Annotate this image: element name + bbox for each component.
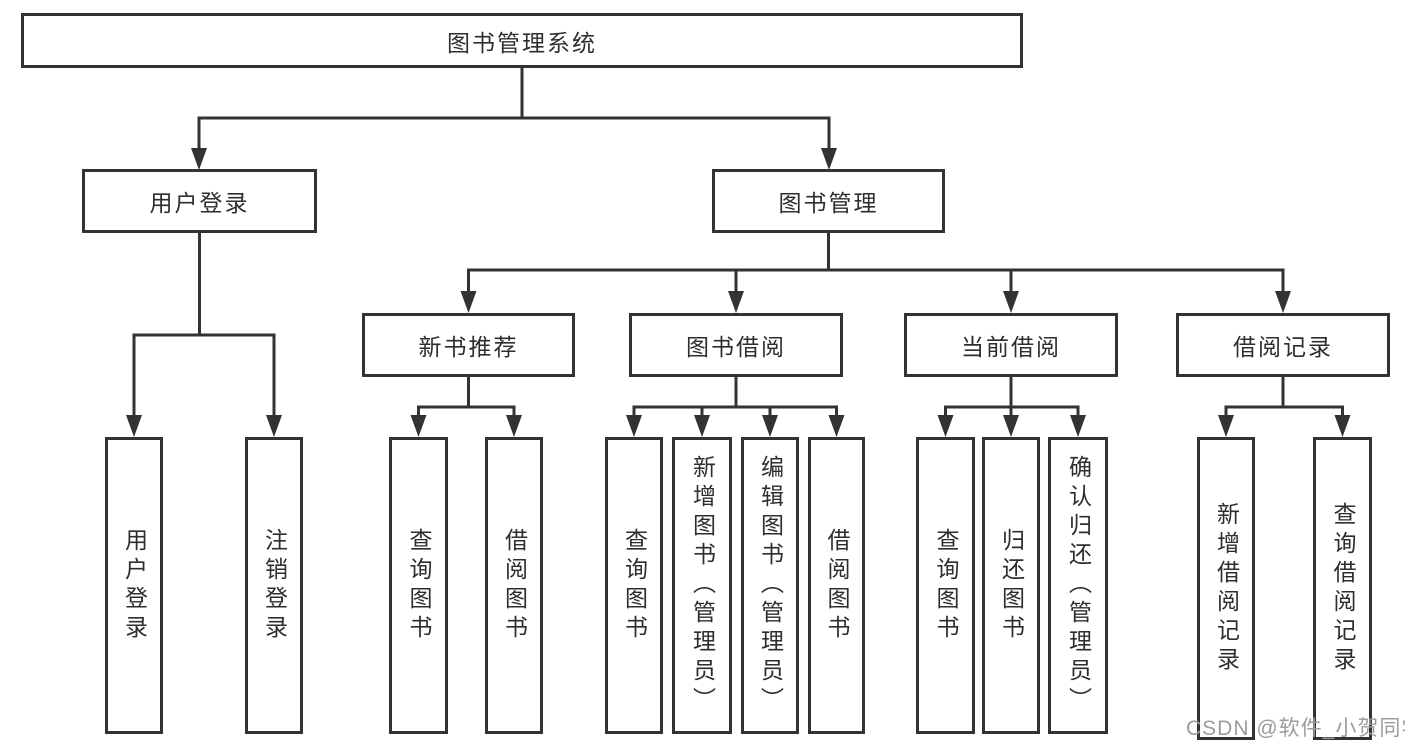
arrowhead-icon: [1218, 415, 1234, 437]
node-book-borrowing-label: 图书借阅: [686, 334, 786, 360]
arrowhead-icon: [762, 415, 778, 437]
node-library-system: 图书管理系统: [21, 13, 1023, 68]
node-leaf-borrow-books-label: 借阅图书: [824, 527, 850, 644]
node-leaf-borrow-books-recommend-label: 借阅图书: [501, 527, 528, 644]
node-new-book-recommendation-label: 新书推荐: [418, 334, 519, 360]
arrowhead-icon: [1334, 415, 1351, 437]
arrowhead-icon: [1003, 291, 1019, 313]
node-borrowing-records-label: 借阅记录: [1233, 334, 1333, 360]
csdn-watermark: CSDN @软件_小贺同学: [1186, 717, 1405, 740]
node-leaf-query-books-borrow: 查询图书: [605, 437, 663, 734]
node-leaf-query-borrow-record: 查询借阅记录: [1313, 437, 1372, 740]
node-user-login-label: 用户登录: [149, 190, 250, 216]
node-library-system-label: 图书管理系统: [447, 29, 597, 56]
node-leaf-add-borrow-record-label: 新增借阅记录: [1213, 501, 1240, 676]
node-new-book-recommendation: 新书推荐: [362, 313, 575, 377]
node-leaf-return-books-label: 归还图书: [998, 527, 1025, 644]
node-current-borrowing-label: 当前借阅: [961, 334, 1061, 360]
node-leaf-add-books-admin-label: 新增图书（管理员）: [689, 455, 716, 716]
node-leaf-confirm-return-admin-label: 确认归还（管理员）: [1065, 455, 1092, 716]
arrowhead-icon: [626, 415, 642, 437]
node-leaf-logout: 注销登录: [245, 437, 303, 734]
arrowhead-icon: [266, 415, 282, 437]
node-leaf-query-books-borrow-label: 查询图书: [621, 527, 648, 644]
node-leaf-query-books-current-label: 查询图书: [933, 527, 959, 644]
node-leaf-borrow-books: 借阅图书: [808, 437, 865, 734]
node-leaf-add-borrow-record: 新增借阅记录: [1197, 437, 1255, 740]
node-leaf-logout-label: 注销登录: [261, 527, 288, 644]
arrowhead-icon: [126, 415, 142, 437]
arrowhead-icon: [728, 291, 744, 313]
node-leaf-add-books-admin: 新增图书（管理员）: [672, 437, 732, 734]
node-leaf-user-login-label: 用户登录: [121, 527, 148, 644]
node-leaf-confirm-return-admin: 确认归还（管理员）: [1048, 437, 1108, 734]
arrowhead-icon: [460, 291, 477, 313]
node-user-login: 用户登录: [82, 169, 317, 233]
node-leaf-edit-books-admin-label: 编辑图书（管理员）: [757, 455, 784, 716]
node-leaf-user-login: 用户登录: [105, 437, 163, 734]
node-leaf-borrow-books-recommend: 借阅图书: [485, 437, 543, 734]
arrowhead-icon: [191, 148, 207, 170]
arrowhead-icon: [694, 415, 710, 437]
node-leaf-return-books: 归还图书: [982, 437, 1040, 734]
arrowhead-icon: [1070, 415, 1086, 437]
node-leaf-query-books-recommend-label: 查询图书: [406, 527, 432, 644]
arrowhead-icon: [821, 148, 837, 170]
node-book-borrowing: 图书借阅: [629, 313, 843, 377]
node-leaf-edit-books-admin: 编辑图书（管理员）: [741, 437, 799, 734]
node-book-management-label: 图书管理: [778, 190, 879, 216]
node-leaf-query-books-recommend: 查询图书: [389, 437, 448, 734]
arrowhead-icon: [828, 415, 845, 437]
node-current-borrowing: 当前借阅: [904, 313, 1118, 377]
arrowhead-icon: [506, 415, 522, 437]
node-leaf-query-books-current: 查询图书: [916, 437, 975, 734]
arrowhead-icon: [1003, 415, 1019, 437]
node-book-management: 图书管理: [712, 169, 945, 233]
arrowhead-icon: [937, 415, 954, 437]
arrowheads: [126, 148, 1351, 437]
node-borrowing-records: 借阅记录: [1176, 313, 1390, 377]
arrowhead-icon: [1275, 291, 1291, 313]
arrowhead-icon: [410, 415, 427, 437]
node-leaf-query-borrow-record-label: 查询借阅记录: [1330, 501, 1356, 676]
